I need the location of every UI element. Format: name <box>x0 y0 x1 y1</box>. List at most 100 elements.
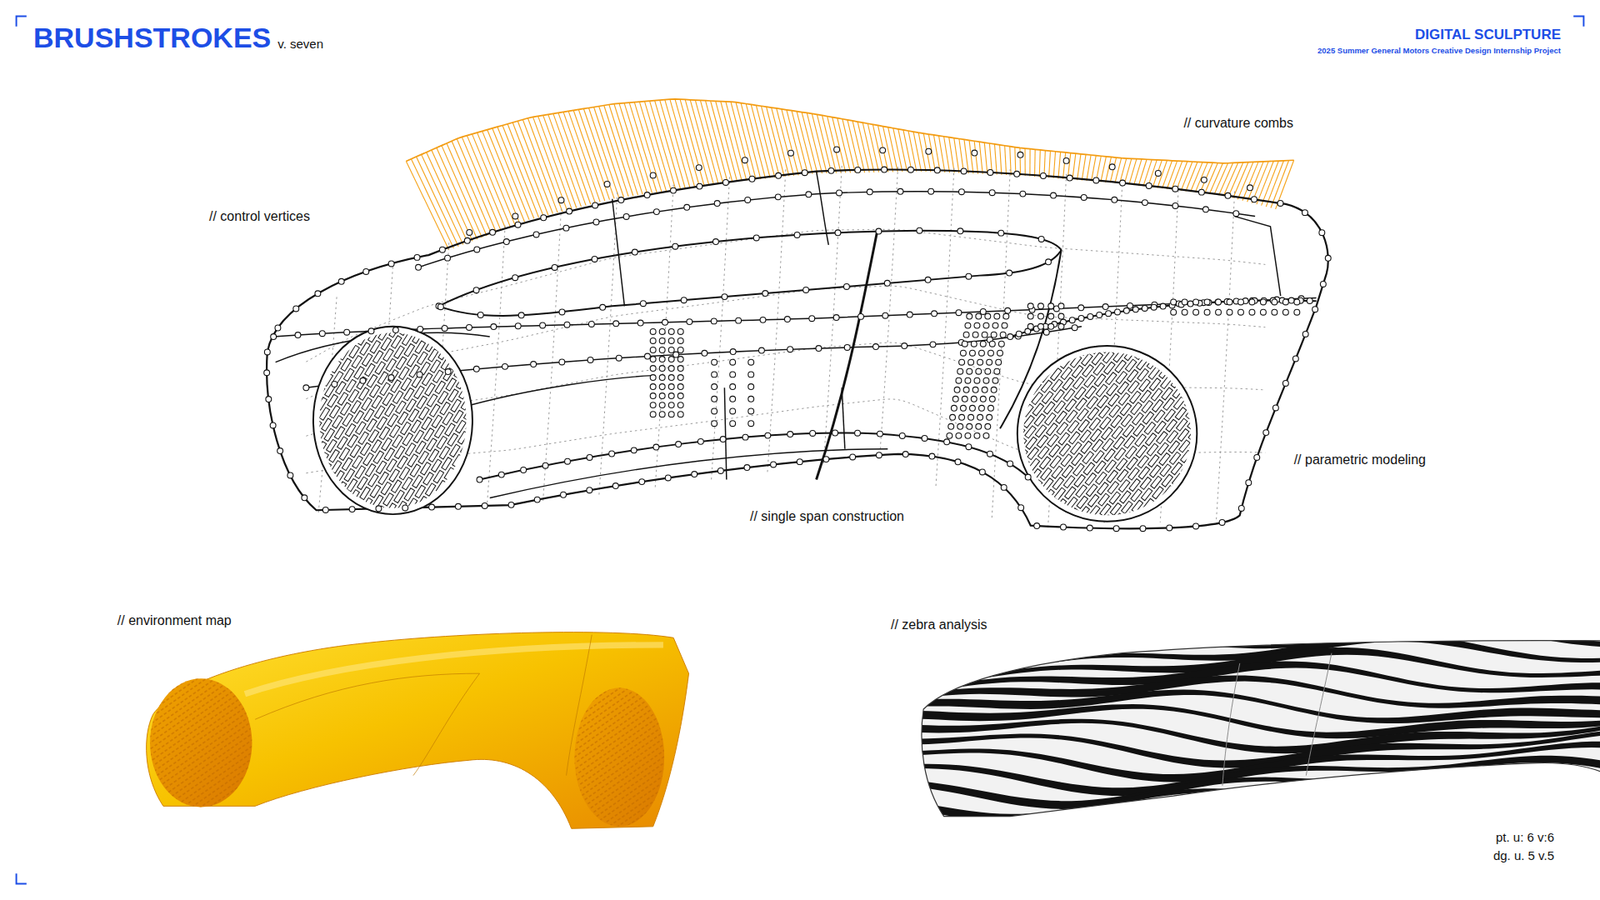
illustration-part <box>994 313 1000 320</box>
illustration-part <box>268 475 279 488</box>
zebra-outline <box>921 640 1600 825</box>
illustration-part <box>360 377 366 384</box>
isoparm-lines <box>305 165 1265 528</box>
illustration-part <box>1173 484 1185 497</box>
illustration-part <box>525 337 535 350</box>
illustration-part <box>586 455 593 461</box>
illustration-part <box>970 350 976 356</box>
illustration-part <box>257 477 268 490</box>
illustration-part <box>234 471 245 485</box>
illustration-part <box>1171 160 1183 190</box>
illustration-part <box>1187 300 1194 307</box>
illustration-part <box>1181 286 1193 300</box>
illustration-part <box>457 286 468 300</box>
illustration-part <box>447 289 458 302</box>
illustration-part <box>363 553 374 566</box>
illustration-part <box>1211 435 1223 449</box>
illustration-part <box>279 428 290 441</box>
illustration-part <box>1118 480 1130 493</box>
illustration-part <box>1278 362 1290 375</box>
illustration-part <box>1117 381 1129 395</box>
illustration-part <box>954 138 960 174</box>
illustration-part <box>533 116 568 210</box>
illustration-part <box>322 507 329 514</box>
illustration-part <box>312 475 323 489</box>
illustration-part <box>1188 427 1200 440</box>
illustration-part <box>1238 299 1245 305</box>
illustration-part <box>566 208 573 215</box>
illustration-part <box>551 265 558 271</box>
illustration-part <box>1242 334 1254 347</box>
illustration-part <box>238 493 249 506</box>
illustration-part <box>1175 320 1186 334</box>
illustration-part <box>414 254 420 260</box>
illustration-part <box>1001 505 1013 518</box>
illustration-part <box>989 395 995 402</box>
illustration-part <box>832 430 839 436</box>
illustration-part <box>1100 504 1111 517</box>
illustration-part <box>685 99 709 185</box>
illustration-part <box>952 395 959 402</box>
illustration-part <box>345 279 355 292</box>
control-vertices <box>264 146 1331 532</box>
illustration-part <box>315 486 325 500</box>
illustration-part <box>1170 299 1177 305</box>
illustration-part <box>502 431 513 445</box>
illustration-part <box>929 453 935 460</box>
illustration-part <box>466 229 473 235</box>
illustration-part <box>480 381 490 395</box>
illustration-part <box>215 486 226 500</box>
illustration-part <box>508 501 515 508</box>
illustration-part <box>1047 346 1059 360</box>
illustration-part <box>264 409 275 422</box>
illustration-part <box>1085 560 1096 574</box>
illustration-part <box>1054 487 1065 500</box>
illustration-part <box>1069 518 1080 531</box>
illustration-part <box>1177 429 1189 442</box>
illustration-part <box>877 430 884 437</box>
body-outline <box>266 170 1329 530</box>
illustration-part <box>328 495 339 508</box>
illustration-part <box>426 152 469 244</box>
illustration-part <box>1249 299 1255 305</box>
illustration-part <box>320 462 331 475</box>
illustration-part <box>471 394 482 407</box>
illustration-part <box>1164 495 1175 509</box>
illustration-part <box>388 514 399 527</box>
illustration-part <box>394 301 405 315</box>
illustration-part <box>650 365 656 372</box>
illustration-part <box>1204 299 1210 305</box>
illustration-part <box>355 321 365 335</box>
illustration-part <box>721 294 728 300</box>
illustration-part <box>1114 262 1125 275</box>
illustration-part <box>538 345 549 359</box>
roof-line <box>418 191 1255 268</box>
illustration-part <box>1148 280 1160 293</box>
illustration-part <box>1045 259 1052 265</box>
illustration-part <box>374 261 385 275</box>
illustration-part <box>781 109 799 175</box>
illustration-part <box>1043 575 1055 589</box>
illustration-part <box>317 352 328 365</box>
illustration-part <box>835 230 841 236</box>
illustration-part <box>1036 435 1048 448</box>
illustration-part <box>925 276 931 283</box>
illustration-part <box>1017 151 1024 158</box>
illustration-part <box>363 308 374 321</box>
illustration-part <box>765 432 771 439</box>
illustration-part <box>540 356 551 370</box>
illustration-part <box>1067 333 1079 346</box>
project-subtitle: 2025 Summer General Motors Creative Desi… <box>1317 46 1561 55</box>
illustration-part <box>1200 437 1211 450</box>
illustration-part <box>1005 450 1017 463</box>
illustration-part <box>403 532 414 545</box>
illustration-part <box>542 208 561 503</box>
illustration-part <box>497 126 535 219</box>
illustration-part <box>355 565 366 579</box>
illustration-part <box>875 452 882 459</box>
illustration-part <box>1023 502 1035 515</box>
illustration-part <box>1215 309 1222 315</box>
front-line <box>459 375 654 409</box>
illustration-part <box>437 535 448 549</box>
illustration-part <box>1251 161 1269 204</box>
